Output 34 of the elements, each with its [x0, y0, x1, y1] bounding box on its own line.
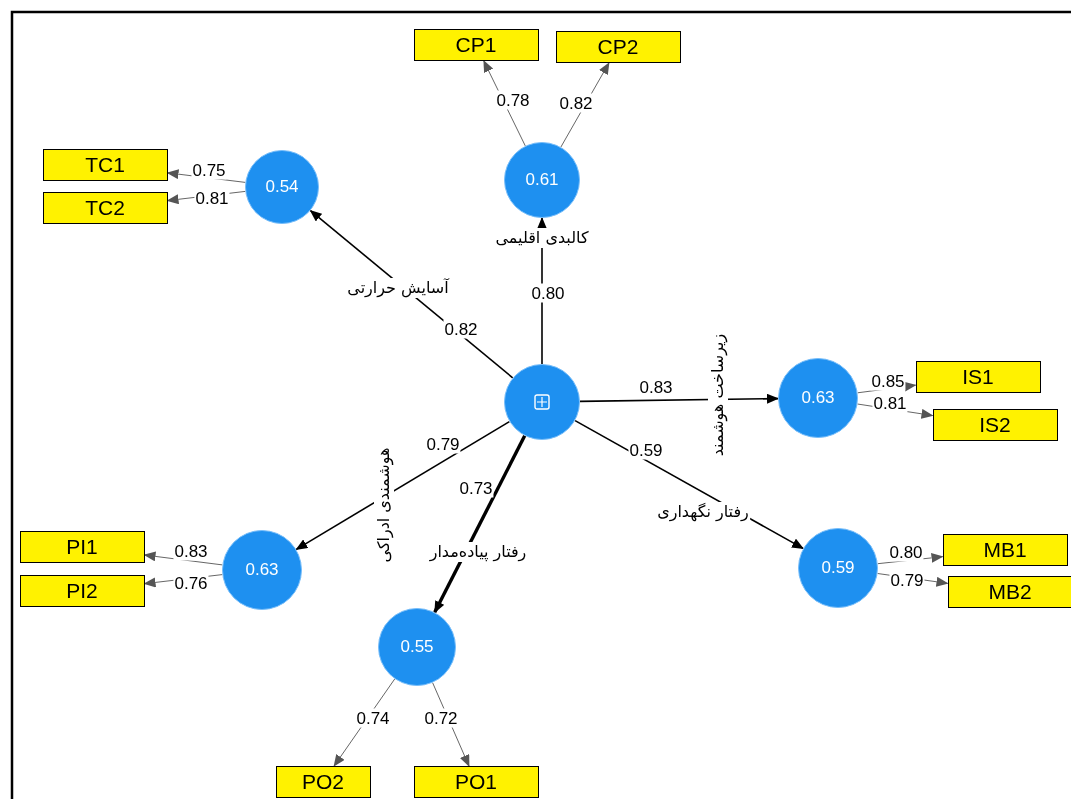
arrow — [433, 435, 527, 614]
construct-circle: 0.54 — [245, 150, 319, 224]
indicator-box: IS1 — [915, 361, 1041, 393]
edge-label: 0.74 — [355, 708, 391, 728]
indicator-box: PO2 — [275, 766, 371, 798]
edge-label: 0.72 — [423, 708, 459, 728]
edge-label: 0.78 — [495, 90, 531, 110]
construct-circle: 0.61 — [504, 142, 580, 218]
construct-name: آسایش حرارتی — [346, 278, 450, 298]
construct-circle: 0.63 — [222, 530, 302, 610]
construct-name: هوشمندی ادراکی — [374, 446, 394, 564]
edge-label: 0.82 — [443, 319, 479, 339]
indicator-box: TC2 — [42, 192, 168, 224]
edge-label: 0.82 — [558, 93, 594, 113]
edge-label: 0.80 — [530, 283, 566, 303]
indicator-box: TC1 — [42, 149, 168, 181]
arrow — [295, 420, 511, 551]
construct-circle — [504, 364, 580, 440]
construct-name: رفتار پیاده‌مدار — [428, 542, 528, 562]
construct-name: رفتار نگهداری — [656, 502, 750, 522]
indicator-box: PO1 — [413, 766, 539, 798]
construct-circle: 0.55 — [378, 608, 456, 686]
indicator-box: MB1 — [942, 534, 1068, 566]
indicator-box: PI2 — [19, 575, 145, 607]
indicator-box: MB2 — [947, 576, 1071, 608]
indicator-box: CP1 — [413, 29, 539, 61]
construct-circle: 0.63 — [778, 358, 858, 438]
construct-circle: 0.59 — [798, 528, 878, 608]
indicator-box: CP2 — [555, 31, 681, 63]
construct-name: زیرساخت هوشمند — [708, 332, 728, 458]
construct-name: کالبدی اقلیمی — [494, 228, 590, 248]
arrow — [579, 393, 779, 404]
indicator-box: IS2 — [932, 409, 1058, 441]
indicator-box: PI1 — [19, 531, 145, 563]
